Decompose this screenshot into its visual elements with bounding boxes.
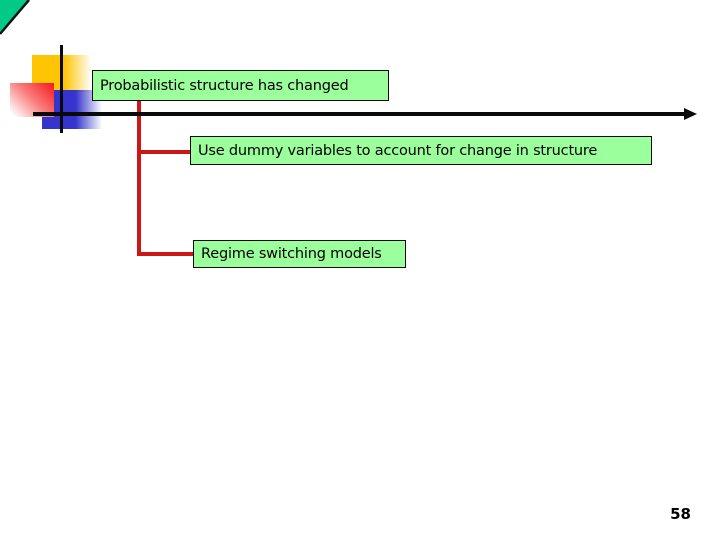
branch-box-dummy-variables: Use dummy variables to account for chang… xyxy=(190,136,652,165)
connector-branch-regime xyxy=(140,252,193,256)
connector-vertical-line xyxy=(137,101,141,256)
arrowhead-icon xyxy=(684,107,697,120)
decor-red-square xyxy=(10,83,54,117)
timeline-arrow-line xyxy=(33,112,686,116)
branch-box-regime-switching-label: Regime switching models xyxy=(201,246,382,262)
branch-box-regime-switching: Regime switching models xyxy=(193,240,406,268)
root-box-probabilistic-structure: Probabilistic structure has changed xyxy=(92,70,389,101)
decor-vertical-line xyxy=(60,45,63,133)
connector-branch-dummy xyxy=(140,150,190,154)
page-number: 58 xyxy=(670,505,691,523)
branch-box-dummy-variables-label: Use dummy variables to account for chang… xyxy=(198,142,598,159)
corner-triangle-icon xyxy=(0,0,30,35)
root-box-label: Probabilistic structure has changed xyxy=(100,77,349,94)
